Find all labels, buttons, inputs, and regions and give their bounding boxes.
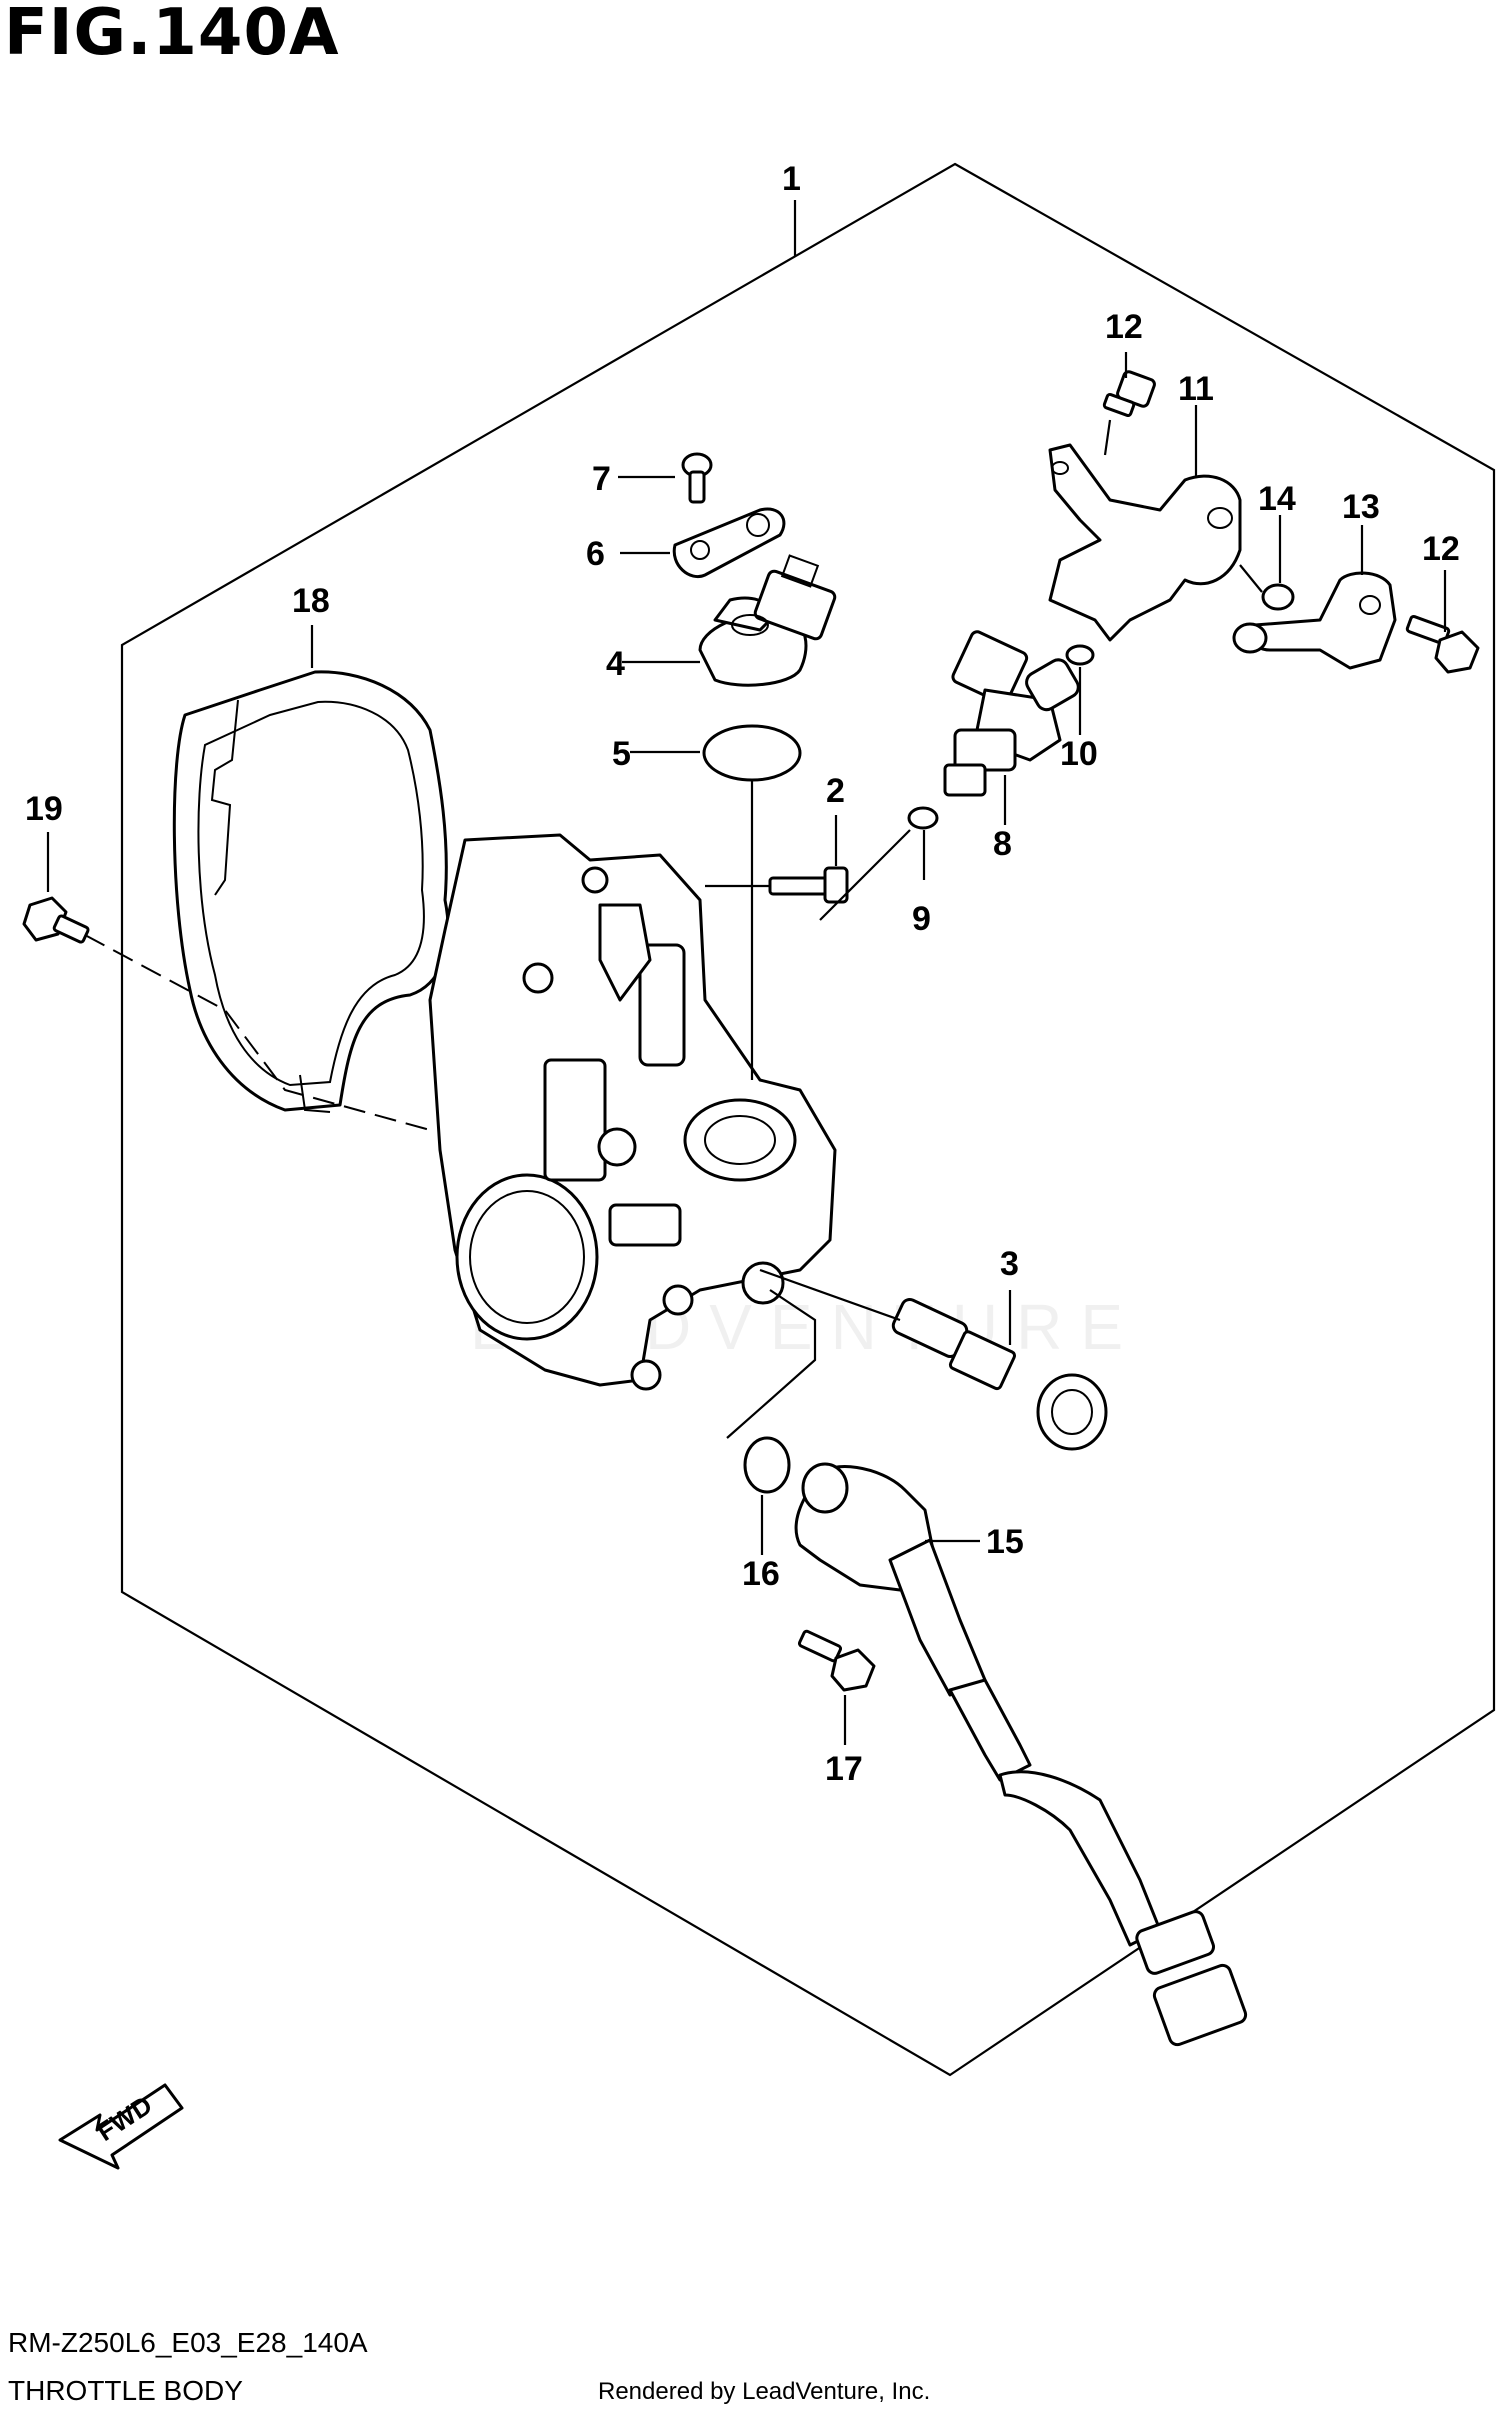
part-3-idle-screw[interactable] <box>891 1297 1108 1451</box>
figure-title: FIG.140A <box>4 0 340 70</box>
callout-19: 19 <box>25 790 63 828</box>
diagram-caption: THROTTLE BODY <box>8 2375 243 2406</box>
part-16-o-ring[interactable] <box>743 1436 791 1494</box>
callout-2: 2 <box>826 772 845 810</box>
part-11-delivery-pipe[interactable] <box>1048 443 1242 642</box>
leader-line <box>1239 564 1263 593</box>
callout-16: 16 <box>742 1555 780 1593</box>
fwd-arrow-icon: FWD <box>58 2083 184 2170</box>
part-19-bolt[interactable] <box>22 896 90 944</box>
part-10-o-ring[interactable] <box>1065 644 1095 666</box>
part-5-o-ring[interactable] <box>702 724 802 782</box>
callout-7: 7 <box>592 460 611 498</box>
callout-17: 17 <box>825 1750 863 1788</box>
leader-line <box>819 829 911 921</box>
callout-14: 14 <box>1258 480 1296 518</box>
callout-18: 18 <box>292 582 330 620</box>
callout-13: 13 <box>1342 488 1380 526</box>
part-4-sensor[interactable] <box>698 554 837 687</box>
part-9-o-ring[interactable] <box>907 806 939 830</box>
part-17-screw[interactable] <box>797 1629 876 1692</box>
assembly-boundary <box>120 162 1496 2077</box>
callout-5: 5 <box>612 735 631 773</box>
leader-line <box>1103 419 1112 456</box>
part-6-bracket[interactable] <box>672 507 786 579</box>
leader-line <box>759 1268 901 1322</box>
rendered-by-credit: Rendered by LeadVenture, Inc. <box>598 2378 931 2405</box>
part-8-fuel-injector[interactable] <box>943 630 1082 797</box>
callout-8: 8 <box>993 825 1012 863</box>
leader-line <box>84 934 431 1131</box>
callout-9: 9 <box>912 900 931 938</box>
part-13-clamp[interactable] <box>1232 571 1397 670</box>
part-12-bolt-left[interactable] <box>1102 370 1156 418</box>
callout-1: 1 <box>782 160 801 198</box>
callout-12-right: 12 <box>1422 530 1460 568</box>
callout-3: 3 <box>1000 1245 1019 1283</box>
part-12-bolt-right[interactable] <box>1405 614 1480 674</box>
part-14-o-ring[interactable] <box>1261 583 1295 611</box>
callout-6: 6 <box>586 535 605 573</box>
leader-line <box>726 1289 817 1439</box>
callout-4: 4 <box>606 645 625 683</box>
throttle-body[interactable] <box>428 833 837 1391</box>
diagram-code: RM-Z250L6_E03_E28_140A <box>8 2327 368 2358</box>
callout-10: 10 <box>1060 735 1098 773</box>
part-2-screw[interactable] <box>768 866 849 904</box>
part-7-screw[interactable] <box>681 452 713 504</box>
callout-11: 11 <box>1178 370 1214 408</box>
callout-15: 15 <box>986 1523 1024 1561</box>
callout-12-left: 12 <box>1105 308 1143 346</box>
part-18-cover[interactable] <box>172 670 450 1113</box>
